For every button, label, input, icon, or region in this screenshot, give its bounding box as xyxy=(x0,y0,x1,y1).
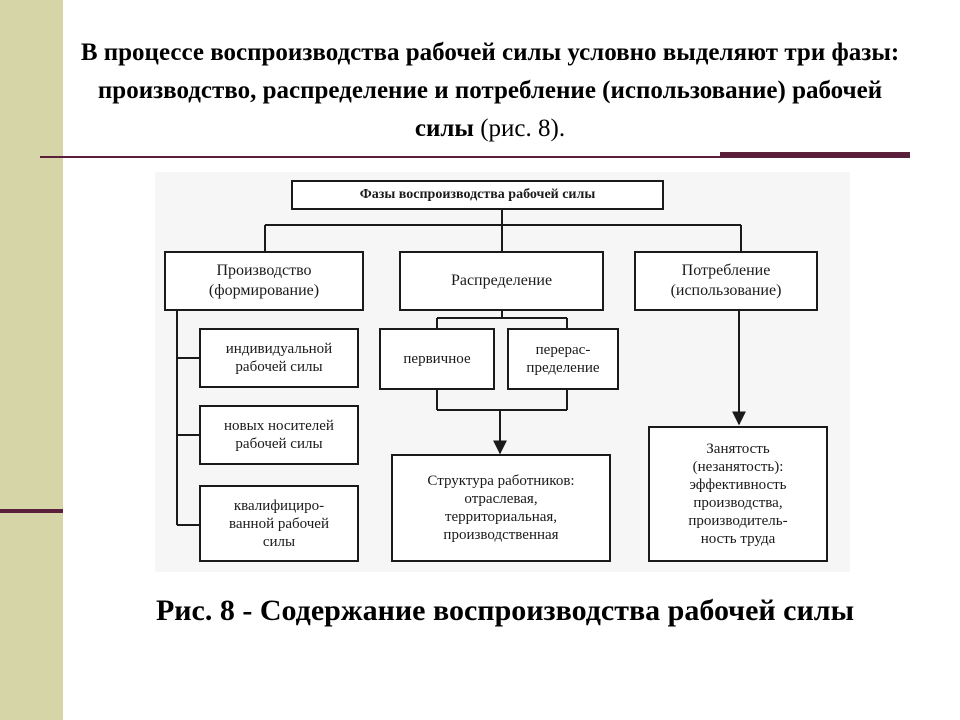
phases-root-box: Фазы воспроизводства рабочей силы xyxy=(291,180,664,210)
slide-title: В процессе воспроизводства рабочей силы … xyxy=(80,34,900,148)
individual-box: индивидуальной рабочей силы xyxy=(199,328,359,388)
primary-box: первичное xyxy=(379,328,495,390)
consumption-box: Потребление (использование) xyxy=(634,251,818,311)
new-carriers-box: новых носителей рабочей силы xyxy=(199,405,359,465)
header-divider xyxy=(40,156,910,158)
structure-box: Структура работников: отраслевая, террит… xyxy=(391,454,611,562)
phases-diagram: Фазы воспроизводства рабочей силы Произв… xyxy=(155,172,850,572)
sidebar-divider xyxy=(0,509,63,513)
figure-caption: Рис. 8 - Содержание воспроизводства рабо… xyxy=(155,594,855,627)
slide-title-text: В процессе воспроизводства рабочей силы … xyxy=(80,39,900,142)
distribution-box: Распределение xyxy=(399,251,604,311)
figure-reference: (рис. 8). xyxy=(473,115,566,142)
qualified-box: квалифициро- ванной рабочей силы xyxy=(199,485,359,562)
sidebar-accent xyxy=(0,0,63,720)
production-box: Производство (формирование) xyxy=(164,251,364,311)
connector-lines xyxy=(176,209,746,526)
header-divider-accent xyxy=(720,152,910,157)
employment-box: Занятость (незанятость): эффективность п… xyxy=(648,426,828,562)
redistribution-box: перерас- пределение xyxy=(507,328,619,390)
